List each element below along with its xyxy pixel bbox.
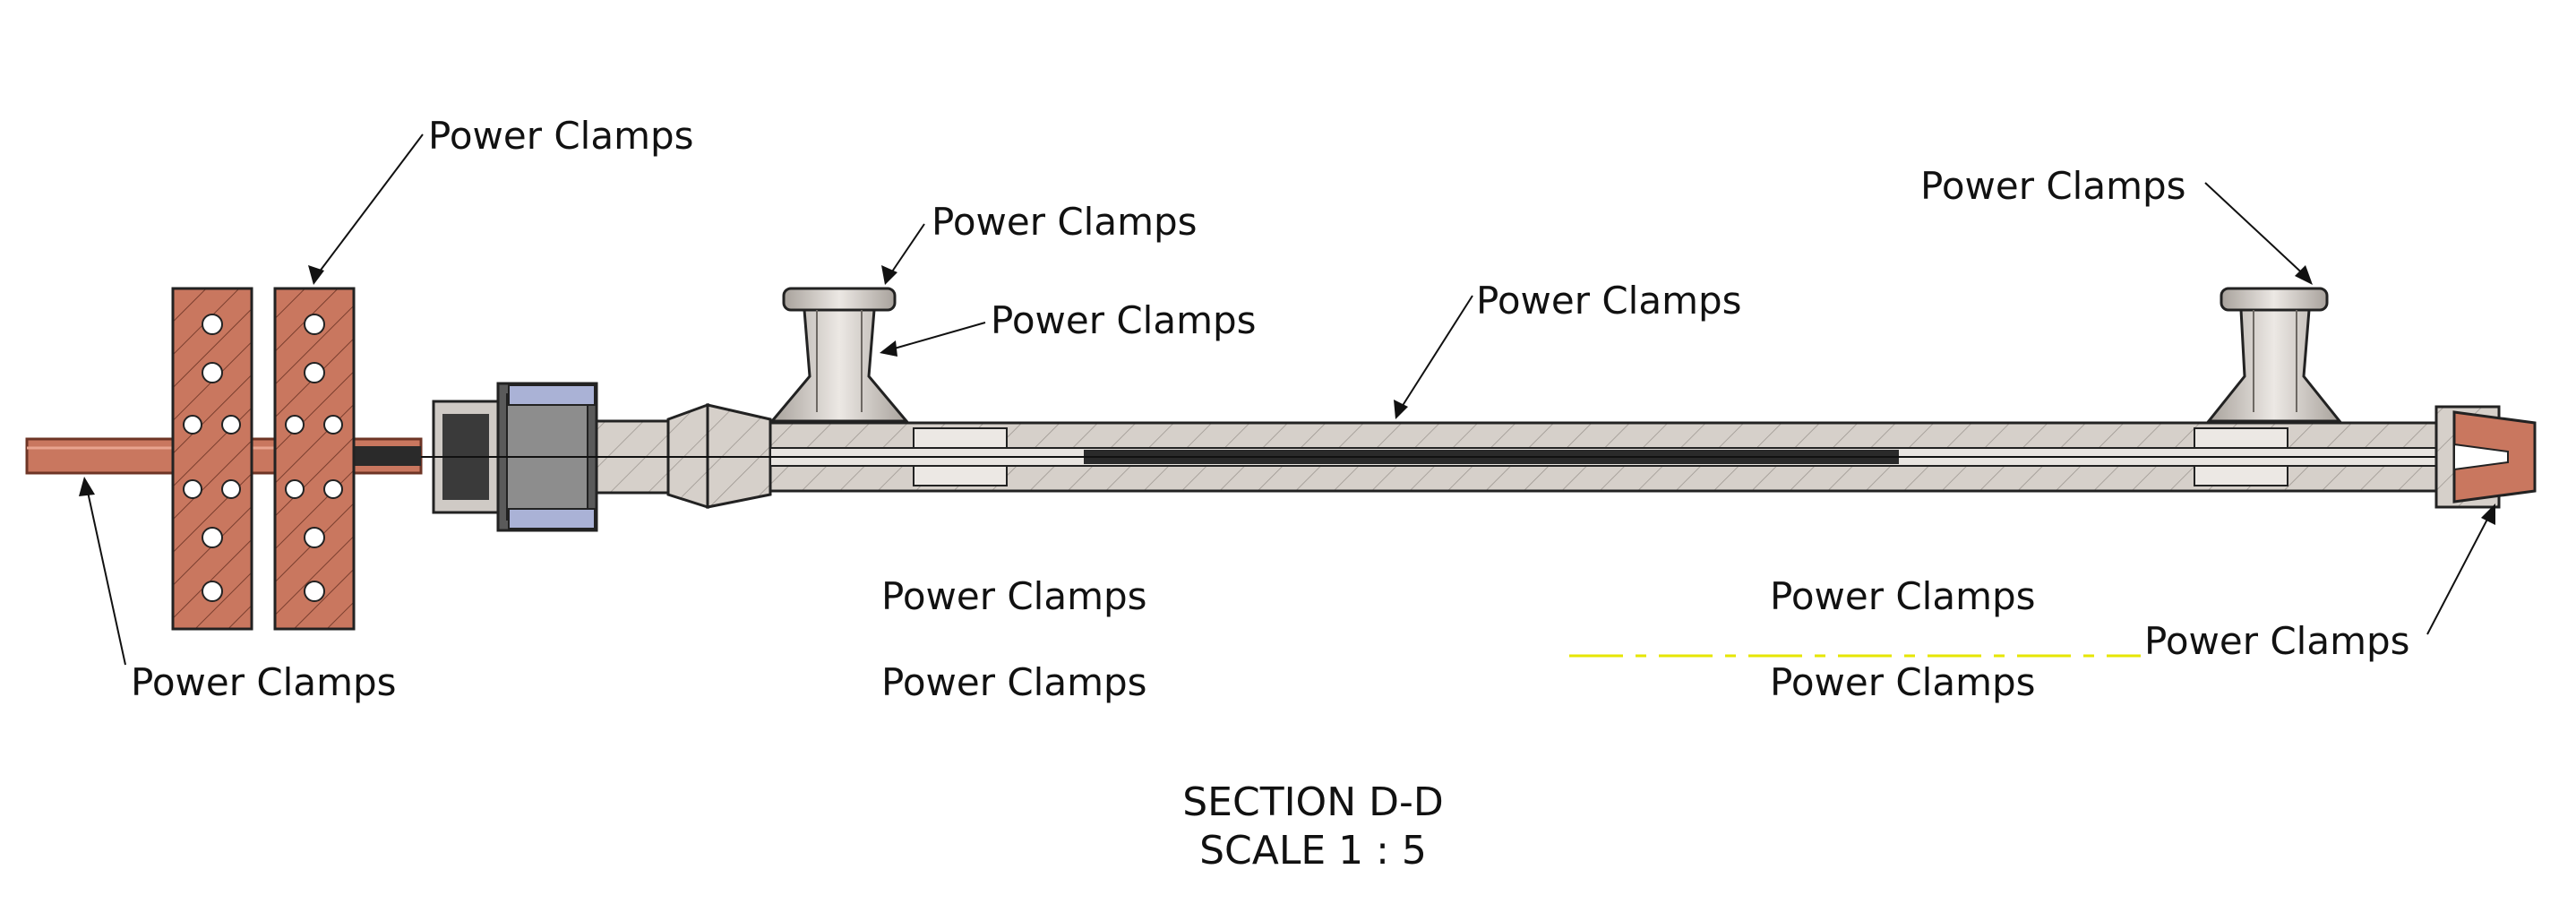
branch-right xyxy=(2205,287,2343,423)
callout-label: Power Clamps xyxy=(2144,619,2410,663)
arrow-head-icon xyxy=(79,477,95,496)
callout-label: Power Clamps xyxy=(1476,279,1742,323)
callout-label: Power Clamps xyxy=(1770,574,2036,618)
callout-label: Power Clamps xyxy=(1770,660,2036,704)
leader-lines xyxy=(79,133,2495,666)
end-cap xyxy=(2434,405,2537,509)
callout-label: Power Clamps xyxy=(881,660,1147,704)
arrow-head-icon xyxy=(1394,400,1408,419)
arrow-head-icon xyxy=(881,265,897,285)
branch-left xyxy=(769,287,910,423)
callout-label: Power Clamps xyxy=(881,574,1147,618)
arrow-head-icon xyxy=(2295,265,2313,285)
callout-label: Power Clamps xyxy=(428,114,694,158)
callout-label: Power Clamps xyxy=(131,660,397,704)
callout-label: Power Clamps xyxy=(991,298,1257,342)
clamp-plate-left xyxy=(171,287,253,631)
arrow-head-icon xyxy=(308,265,324,285)
callout-label: Power Clamps xyxy=(932,200,1198,244)
section-title: SECTION D-D xyxy=(1182,779,1443,825)
clamp-plate-right xyxy=(273,287,356,631)
callout-labels: Power Clamps Power Clamps Power Clamps P… xyxy=(131,114,2410,704)
arrow-head-icon xyxy=(2481,504,2495,525)
section-scale: SCALE 1 : 5 xyxy=(1199,828,1427,874)
arrow-head-icon xyxy=(880,340,897,357)
main-tube xyxy=(421,421,2501,493)
section-caption: SECTION D-D SCALE 1 : 5 xyxy=(1182,779,1443,874)
callout-label: Power Clamps xyxy=(1920,164,2186,208)
